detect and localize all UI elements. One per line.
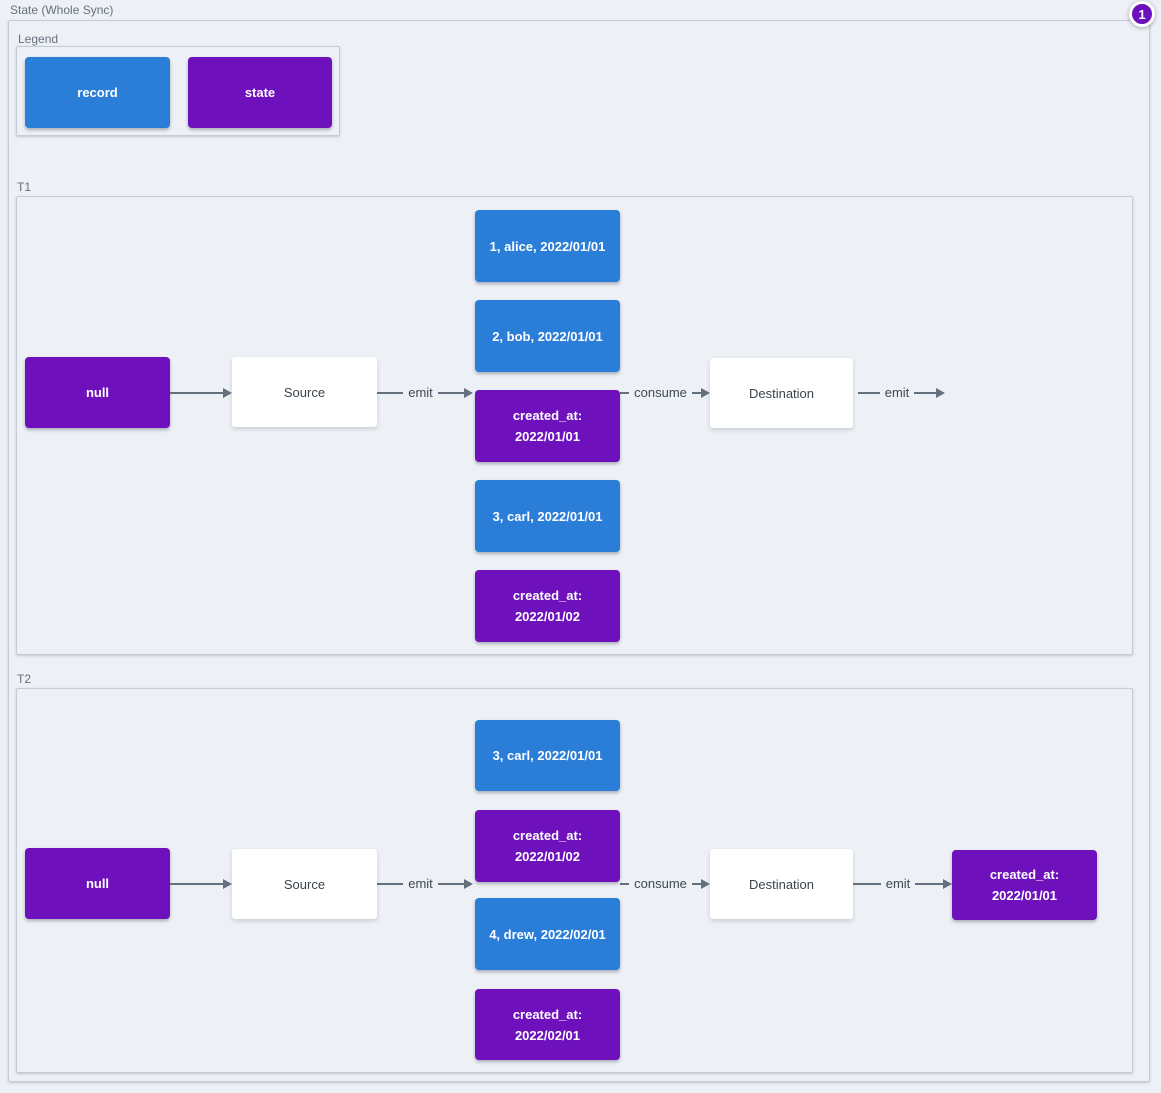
arrowhead-icon xyxy=(223,388,232,398)
t1-record-alice: 1, alice, 2022/01/01 xyxy=(475,210,620,282)
annotation-badge-1[interactable]: 1 xyxy=(1129,1,1155,27)
t2-record-drew: 4, drew, 2022/02/01 xyxy=(475,898,620,970)
edge-line xyxy=(377,883,404,885)
t1-record-carl: 3, carl, 2022/01/01 xyxy=(475,480,620,552)
arrowhead-icon xyxy=(943,879,952,889)
t1-edge-consume: consume xyxy=(620,383,710,403)
t2-edge-null-to-source xyxy=(170,874,232,894)
t2-edge-source-emit: emit xyxy=(377,874,473,894)
t1-source-node: Source xyxy=(232,357,377,427)
t2-section-container xyxy=(16,688,1133,1073)
arrowhead-icon xyxy=(701,388,710,398)
t1-edge-null-to-source xyxy=(170,383,232,403)
t2-state-created-at-2: created_at: 2022/02/01 xyxy=(475,989,620,1060)
t1-state-created-at-2: created_at: 2022/01/02 xyxy=(475,570,620,642)
edge-label-consume: consume xyxy=(634,385,687,400)
edge-line xyxy=(437,392,464,394)
t1-null-node: null xyxy=(25,357,170,428)
legend-state-node: state xyxy=(188,57,332,128)
t2-destination-node: Destination xyxy=(710,849,853,919)
t1-edge-source-emit: emit xyxy=(377,383,473,403)
edge-label-emit: emit xyxy=(885,876,911,891)
t2-edge-destination-emit: emit xyxy=(853,874,952,894)
edge-label-emit: emit xyxy=(408,876,433,891)
t1-section-title: T1 xyxy=(17,180,32,194)
arrowhead-icon xyxy=(223,879,232,889)
edge-label-emit: emit xyxy=(408,385,433,400)
edge-line xyxy=(858,392,880,394)
edge-label-consume: consume xyxy=(634,876,687,891)
t2-section-title: T2 xyxy=(17,672,32,686)
arrowhead-icon xyxy=(701,879,710,889)
edge-line xyxy=(915,883,943,885)
t1-record-bob: 2, bob, 2022/01/01 xyxy=(475,300,620,372)
edge-line xyxy=(620,883,630,885)
t2-edge-consume: consume xyxy=(620,874,710,894)
t2-source-node: Source xyxy=(232,849,377,919)
edge-line xyxy=(377,392,404,394)
edge-line xyxy=(170,883,223,885)
arrowhead-icon xyxy=(936,388,945,398)
edge-line xyxy=(853,883,881,885)
edge-line xyxy=(691,883,701,885)
state-whole-sync-container xyxy=(8,20,1150,1082)
arrowhead-icon xyxy=(464,388,473,398)
edge-line xyxy=(914,392,936,394)
t2-state-created-at-1: created_at: 2022/01/02 xyxy=(475,810,620,882)
t1-state-created-at-1: created_at: 2022/01/01 xyxy=(475,390,620,462)
legend-record-node: record xyxy=(25,57,170,128)
edge-label-emit: emit xyxy=(884,385,910,400)
edge-line xyxy=(170,392,223,394)
t2-result-state-node: created_at: 2022/01/01 xyxy=(952,850,1097,920)
t2-record-carl: 3, carl, 2022/01/01 xyxy=(475,720,620,791)
t2-null-node: null xyxy=(25,848,170,919)
t1-section-container xyxy=(16,196,1133,655)
diagram-title: State (Whole Sync) xyxy=(10,3,114,17)
t1-destination-node: Destination xyxy=(710,358,853,428)
legend-container xyxy=(16,46,340,136)
t1-edge-destination-emit: emit xyxy=(858,383,945,403)
edge-line xyxy=(620,392,630,394)
arrowhead-icon xyxy=(464,879,473,889)
edge-line xyxy=(691,392,701,394)
legend-title: Legend xyxy=(18,32,59,46)
edge-line xyxy=(437,883,464,885)
